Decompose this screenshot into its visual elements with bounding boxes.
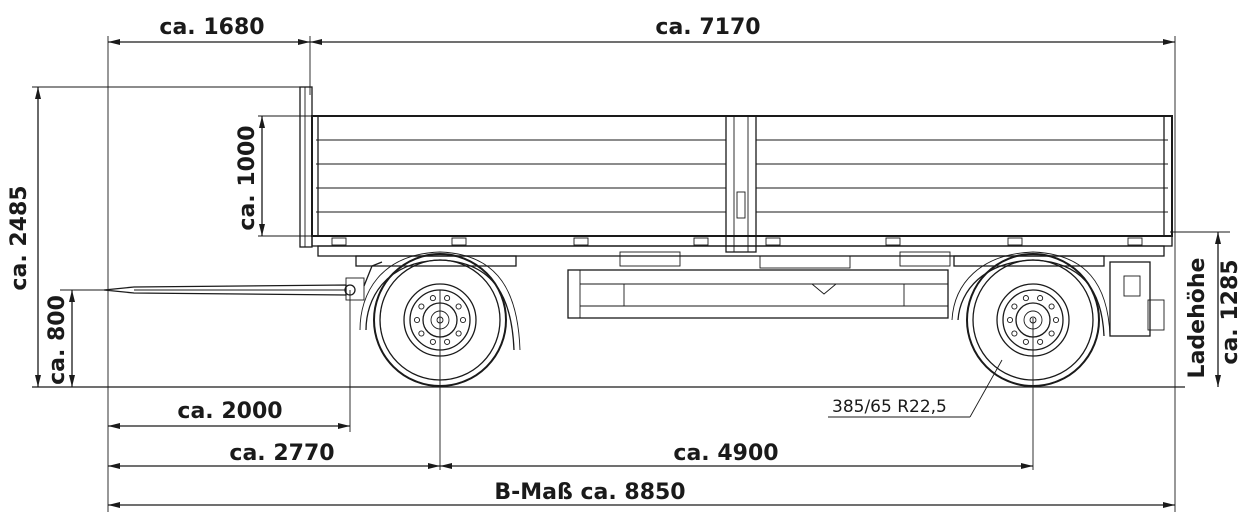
tire-size-label: 385/65 R22,5	[832, 397, 947, 417]
drawbar	[103, 261, 383, 301]
wheel-nut	[1037, 295, 1044, 302]
wheel-nut	[459, 316, 467, 324]
wheel-nut	[1022, 338, 1029, 345]
wheel-nut	[429, 338, 436, 345]
wheel-nut	[1022, 295, 1029, 302]
wheel-nut	[1052, 316, 1060, 324]
dim-load-height: ca. 1285	[1218, 259, 1242, 364]
dim-b-dimension: B-Maß ca. 8850	[494, 480, 685, 505]
wheel-nut	[455, 330, 462, 337]
wheel-nut	[413, 316, 421, 324]
dim-body-length: ca. 7170	[655, 15, 760, 40]
wheel-nut	[1006, 316, 1014, 324]
wheel-nut	[1011, 330, 1018, 337]
wheel-nut	[1048, 330, 1055, 337]
wheel-nut	[444, 338, 451, 345]
wheel-nut	[418, 330, 425, 337]
rear-wheel	[966, 253, 1100, 387]
wheel-nut	[429, 295, 436, 302]
wheel-nut	[1048, 303, 1055, 310]
chassis-frame	[317, 237, 1165, 269]
wheel-nut	[418, 303, 425, 310]
dim-load-height-label: Ladehöhe	[1185, 258, 1210, 379]
front-wall	[299, 86, 313, 248]
wheel-nut	[1037, 338, 1044, 345]
wheel-nut	[1011, 303, 1018, 310]
dim-coupling-to-front: ca. 2000	[177, 399, 282, 424]
wheel-nut	[455, 303, 462, 310]
dim-side-height: ca. 1000	[235, 125, 260, 230]
dim-coupling-to-front-axle: ca. 2770	[229, 441, 334, 466]
wheel-nut	[444, 295, 451, 302]
tire-callout-leader	[969, 359, 1003, 418]
dim-wheelbase: ca. 4900	[673, 441, 778, 466]
wheel-nuts	[413, 295, 1060, 345]
dim-coupling-height: ca. 800	[45, 295, 70, 385]
dim-drawbar-overhang: ca. 1680	[159, 15, 264, 40]
cargo-body	[311, 115, 1173, 253]
dim-total-height: ca. 2485	[7, 185, 32, 290]
front-wheel	[373, 253, 507, 387]
front-axle-assembly	[355, 251, 521, 351]
side-underrun-box	[567, 269, 949, 319]
